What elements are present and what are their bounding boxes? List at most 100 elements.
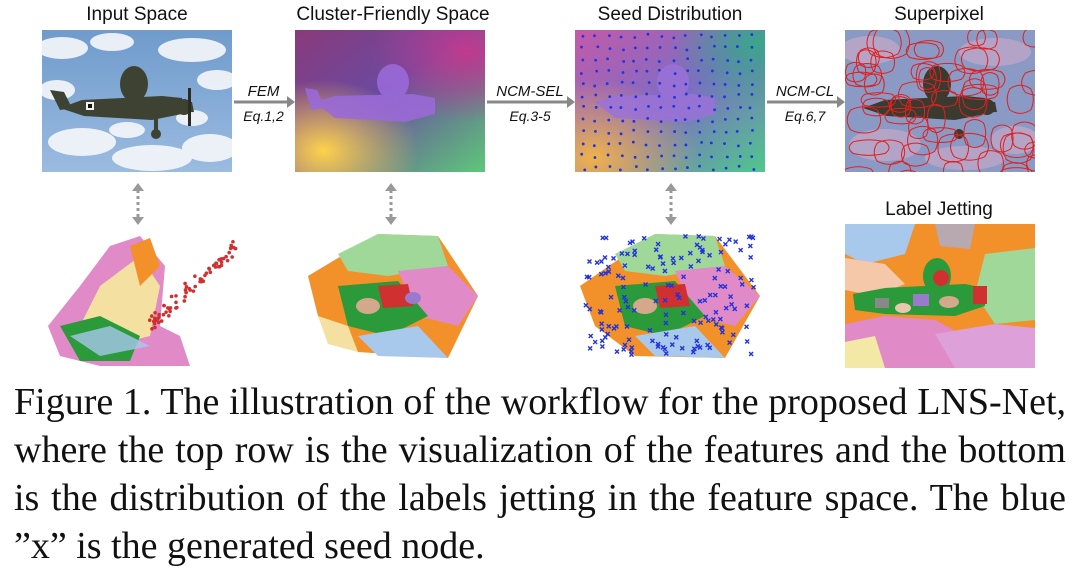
seed-x-marker — [671, 260, 677, 266]
seed-point — [737, 60, 740, 64]
label-scatter-point — [153, 325, 157, 330]
superpixel-boundary — [969, 69, 1006, 90]
seed-point — [581, 82, 585, 86]
seed-point — [738, 34, 741, 37]
seed-point — [594, 130, 597, 133]
label-scatter-point — [153, 311, 157, 315]
seed-x-marker — [608, 294, 614, 300]
seed-point — [725, 155, 729, 159]
seed-point — [580, 152, 584, 156]
seed-x-marker — [687, 250, 693, 256]
seed-x-marker — [641, 235, 647, 241]
seed-point — [645, 92, 649, 96]
seed-x-marker — [729, 301, 735, 307]
seed-x-marker — [673, 334, 679, 340]
seed-x-marker — [653, 298, 659, 304]
seed-x-marker — [620, 284, 626, 290]
seed-point — [736, 117, 740, 121]
seed-x-marker — [663, 320, 669, 326]
seed-point — [634, 165, 638, 168]
seed-x-marker — [630, 239, 636, 245]
seed-point — [684, 82, 688, 86]
seed-x-marker — [712, 275, 718, 281]
seed-point — [645, 168, 649, 172]
seed-point — [661, 167, 665, 171]
seed-point — [673, 95, 676, 99]
seed-x-marker — [620, 275, 626, 281]
seed-x-marker — [632, 252, 638, 258]
seed-x-marker — [739, 281, 745, 287]
title-cluster-friendly-space: Cluster-Friendly Space — [296, 4, 490, 25]
label-scatter-point — [169, 294, 174, 299]
seed-point — [593, 34, 596, 38]
seed-point — [620, 80, 624, 84]
seed-point — [684, 143, 688, 147]
seed-point — [618, 142, 622, 145]
seed-x-marker — [670, 255, 676, 261]
seed-point — [594, 165, 598, 169]
seed-x-marker — [655, 343, 661, 349]
superpixel-boundary — [907, 125, 939, 156]
seed-x-marker — [703, 314, 709, 320]
seed-x-marker — [690, 349, 696, 355]
seed-x-marker — [694, 338, 700, 344]
seed-point — [674, 46, 677, 50]
seed-x-marker — [733, 239, 739, 245]
seed-x-marker — [697, 298, 703, 304]
seed-x-marker — [643, 281, 649, 287]
label-scatter-point — [231, 239, 235, 244]
seed-x-marker — [662, 297, 668, 303]
label-scatter-point — [187, 286, 191, 291]
label-scatter-point — [174, 294, 178, 298]
seed-x-marker — [627, 240, 633, 246]
seed-point — [593, 156, 597, 159]
superpixel-boundary — [904, 98, 926, 125]
seed-x-marker — [611, 255, 617, 261]
seed-x-marker — [746, 234, 752, 240]
label-scatter-point — [156, 320, 161, 325]
figure-caption: Figure 1. The illustration of the workfl… — [14, 381, 1066, 567]
seed-point — [736, 144, 740, 148]
seed-point — [750, 83, 754, 87]
label-scatter-point — [182, 299, 187, 303]
seed-point — [581, 58, 585, 62]
superpixel-boundary — [908, 116, 929, 139]
seed-x-marker — [660, 261, 666, 267]
seed-x-marker — [712, 292, 718, 298]
label-scatter-point — [219, 263, 224, 268]
seed-point — [580, 95, 584, 99]
seed-point — [595, 69, 599, 73]
title-label-jetting: Label Jetting — [885, 199, 993, 220]
superpixel-boundary — [1021, 69, 1035, 96]
seed-point — [683, 34, 687, 37]
seed-x-marker — [663, 351, 669, 357]
seed-point — [608, 165, 612, 168]
label-scatter-point — [193, 274, 197, 278]
seed-point — [618, 168, 622, 172]
seed-point — [657, 60, 661, 63]
seed-x-marker — [598, 271, 604, 277]
seed-point — [712, 82, 716, 86]
seed-point — [698, 81, 702, 85]
superpixel-boundary — [990, 124, 1014, 153]
seed-x-marker — [598, 258, 604, 264]
label-scatter-point — [147, 318, 152, 322]
label-scatter-point — [166, 306, 170, 310]
seed-x-marker — [698, 320, 704, 326]
label-scatter-point — [227, 250, 231, 255]
superpixel-boundary — [866, 30, 902, 59]
seed-point — [659, 130, 663, 134]
seed-x-marker — [719, 325, 725, 331]
seed-x-marker — [691, 346, 697, 352]
seed-point — [711, 57, 715, 61]
superpixel-boundary — [848, 139, 890, 156]
seed-point — [659, 120, 663, 124]
seed-point — [579, 72, 583, 75]
superpixel-boundary — [1011, 121, 1035, 150]
label-scatter-point — [219, 257, 223, 261]
seed-x-marker — [682, 233, 688, 239]
seed-x-marker — [751, 284, 757, 290]
vertical-link-seed — [665, 183, 677, 225]
seed-point — [686, 69, 690, 73]
superpixel-boundary — [977, 150, 1004, 172]
